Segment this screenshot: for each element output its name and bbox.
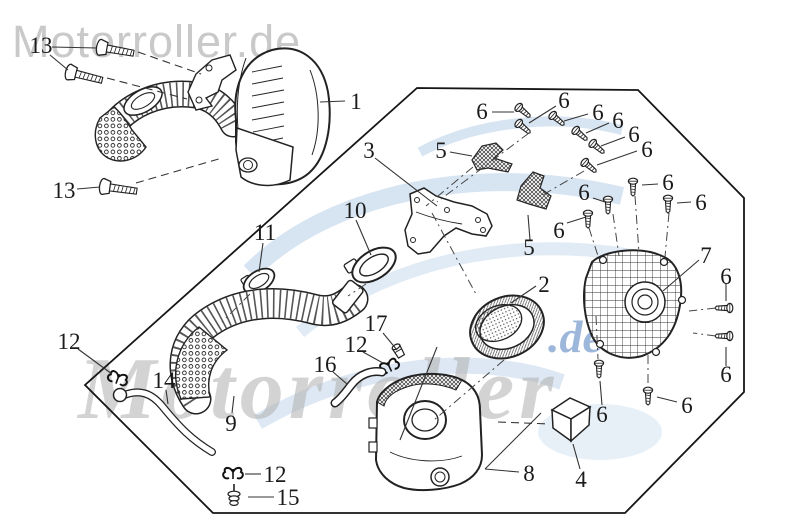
part-5-rubber-pads	[471, 142, 552, 210]
callout-6-label: 6	[628, 122, 640, 147]
callout-6-label: 6	[476, 99, 488, 124]
part-14-drain-tube	[112, 387, 216, 456]
part-1-air-filter-housing-assembly	[94, 47, 331, 187]
callout-1-label: 1	[350, 89, 362, 114]
callout-10-label: 10	[344, 198, 367, 223]
callout-7-label: 7	[700, 243, 712, 268]
callout-5-label: 5	[435, 138, 447, 163]
callout-6-label: 6	[695, 190, 707, 215]
callout-6-label: 6	[641, 137, 653, 162]
callout-11-label: 11	[254, 220, 276, 245]
callout-13-label: 13	[53, 178, 76, 203]
callout-2-label: 2	[538, 272, 550, 297]
callout-6-label: 6	[681, 393, 693, 418]
callout-6-label: 6	[662, 170, 674, 195]
callout-12-label: 12	[264, 462, 287, 487]
callout-6-label: 6	[558, 88, 570, 113]
callout-13-label: 13	[30, 33, 53, 58]
callout-6-label: 6	[592, 100, 604, 125]
callout-6-label: 6	[596, 402, 608, 427]
part-9-corrugated-hose	[169, 279, 369, 415]
part-3-bracket	[404, 187, 493, 255]
part-8-lower-housing	[368, 372, 484, 492]
callout-6-label: 6	[720, 362, 732, 387]
callout-9-label: 9	[225, 411, 237, 436]
callout-3-label: 3	[363, 138, 375, 163]
part-16-breather-hose	[330, 367, 387, 408]
callout-4-label: 4	[575, 467, 587, 492]
callout-6-label: 6	[553, 218, 565, 243]
callout-17-label: 17	[365, 311, 388, 336]
part-2-filter-element	[469, 294, 545, 360]
callout-12-label: 12	[58, 329, 81, 354]
callout-6-label: 6	[578, 180, 590, 205]
part-10-hose-clamp	[343, 246, 397, 284]
callout-5-label: 5	[523, 235, 535, 260]
callout-6-label: 6	[612, 108, 624, 133]
diagram-border-polygon	[83, 87, 745, 514]
callout-8-label: 8	[523, 461, 535, 486]
leader-lines	[49, 46, 727, 498]
callout-15-label: 15	[277, 485, 300, 510]
part-15-drain-plug	[227, 484, 241, 507]
part-4-rubber-block	[550, 397, 592, 443]
callout-12-label: 12	[345, 332, 368, 357]
part-7-mesh-cover	[583, 249, 687, 359]
callout-6-label: 6	[720, 264, 732, 289]
construction-lines	[106, 51, 717, 425]
part-11-hose-clamp	[240, 267, 276, 295]
callout-16-label: 16	[314, 352, 337, 377]
callout-14-label: 14	[153, 368, 177, 393]
